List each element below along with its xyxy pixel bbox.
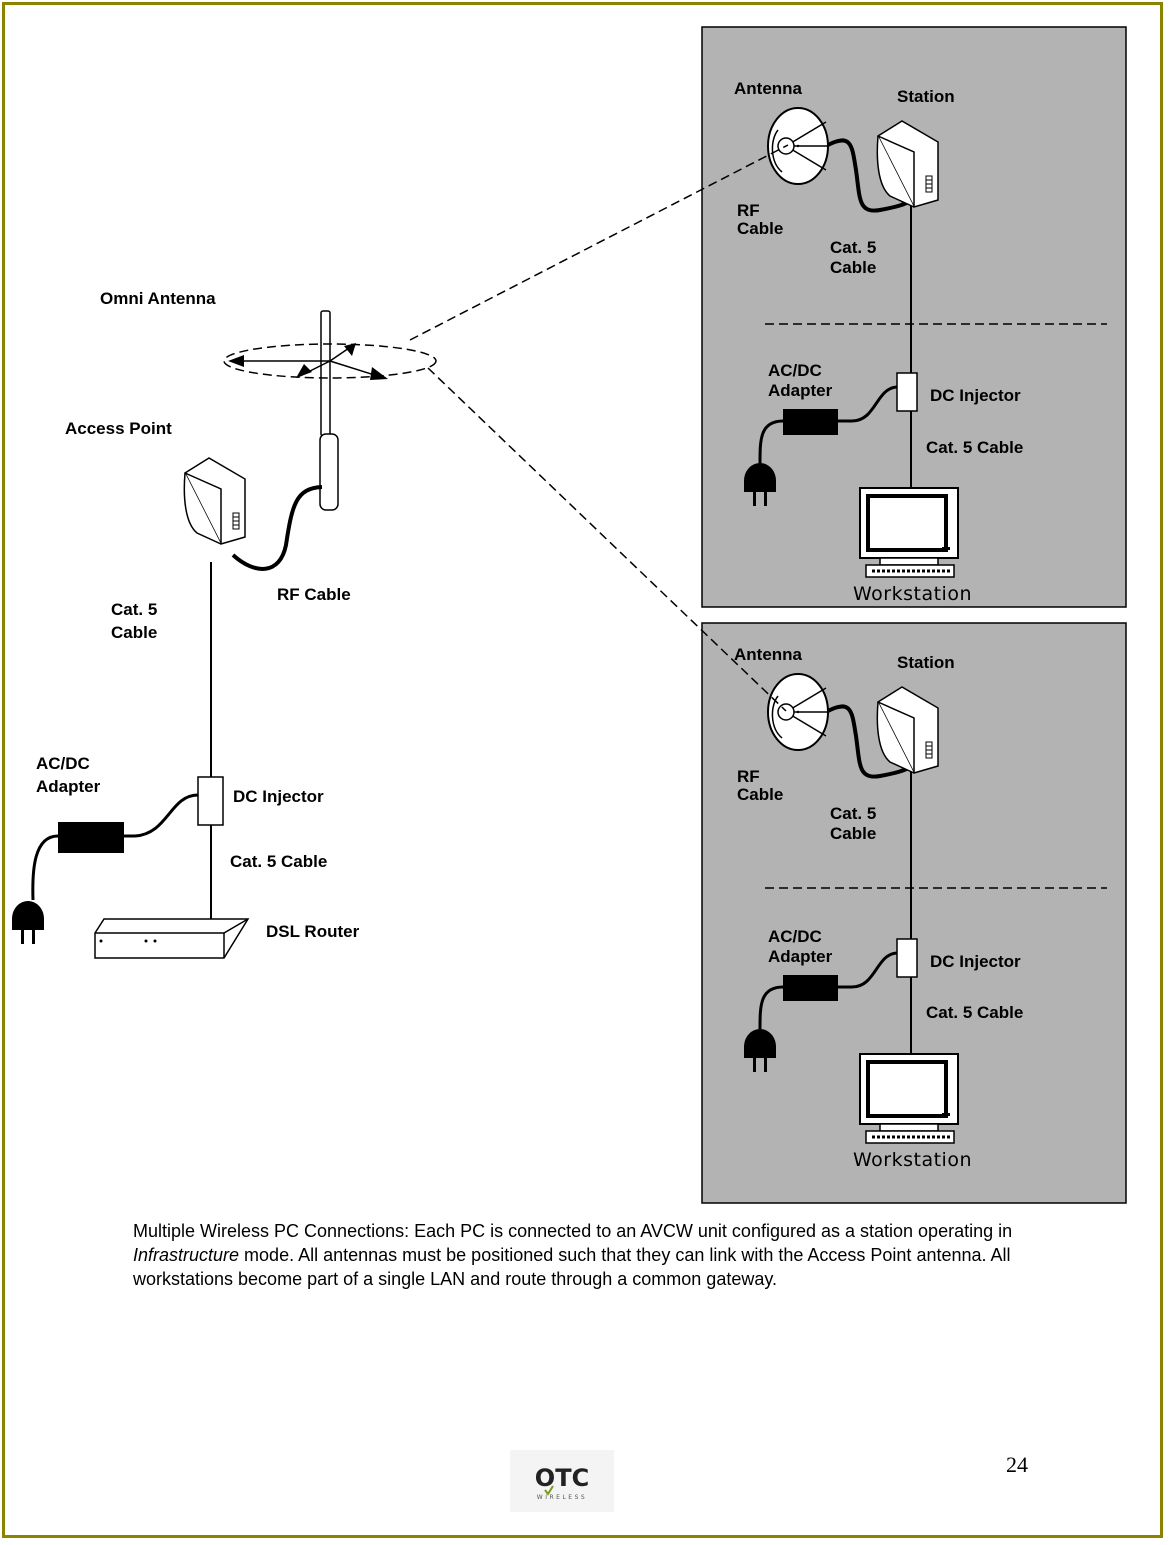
acdc-adapter-label-line1: AC/DC <box>768 927 822 946</box>
plug-icon <box>12 901 44 944</box>
cat5-cable-label-line1: Cat. 5 <box>830 804 876 823</box>
rf-cable-label-line2: Cable <box>737 785 783 804</box>
dc-injector-label: DC Injector <box>233 787 324 806</box>
acdc-adapter-icon <box>783 409 838 435</box>
rf-cable-label: RF Cable <box>277 585 351 604</box>
wireless-links <box>409 144 789 712</box>
cat5-cable-label: Cat. 5 Cable <box>230 852 327 871</box>
workstation-label: Workstation <box>853 583 972 605</box>
dish-antenna-icon <box>767 107 829 185</box>
figure-caption: Multiple Wireless PC Connections: Each P… <box>133 1219 1043 1291</box>
acdc-adapter-label-line2: Adapter <box>36 777 101 796</box>
station-panel-2: Antenna Station RF Cable Cat. 5 Cable AC… <box>701 622 1127 1204</box>
omni-antenna-icon <box>223 310 437 511</box>
cat5-cable-label: Cat. 5 Cable <box>926 438 1023 457</box>
cat5-cable-label: Cat. 5 Cable <box>926 1003 1023 1022</box>
acdc-adapter-icon <box>783 975 838 1001</box>
caption-text-start: Multiple Wireless PC Connections: Each P… <box>133 1221 1013 1241</box>
antenna-label: Antenna <box>734 79 803 98</box>
acdc-adapter-label-line2: Adapter <box>768 381 833 400</box>
dsl-router-icon <box>94 918 250 959</box>
dc-injector-icon <box>896 372 918 412</box>
workstation-label: Workstation <box>853 1149 972 1171</box>
svg-text:OTC: OTC <box>535 1464 589 1492</box>
caption-text-end: mode. All antennas must be positioned su… <box>133 1245 1011 1289</box>
access-point-label: Access Point <box>65 419 172 438</box>
station-panel-1: Antenna Station RF Cable Cat. 5 Cable AC… <box>701 26 1127 608</box>
cat5-cable-label-line1: Cat. 5 <box>830 238 876 257</box>
caption-italic-term: Infrastructure <box>133 1245 240 1265</box>
station-label: Station <box>897 653 955 672</box>
dc-injector-label: DC Injector <box>930 952 1021 971</box>
rf-cable-label-line2: Cable <box>737 219 783 238</box>
svg-text:WIRELESS: WIRELESS <box>537 1494 587 1501</box>
access-point-side: Omni Antenna Access Point RF Cable Cat. … <box>12 289 437 959</box>
station-label: Station <box>897 87 955 106</box>
rf-cable-label-line1: RF <box>737 767 760 786</box>
cat5-cable-label-line1: Cat. 5 <box>111 600 157 619</box>
omni-antenna-label: Omni Antenna <box>100 289 216 308</box>
acdc-adapter-label-line2: Adapter <box>768 947 833 966</box>
acdc-adapter-label-line1: AC/DC <box>768 361 822 380</box>
access-point-icon <box>183 457 246 545</box>
acdc-adapter-label-line1: AC/DC <box>36 754 90 773</box>
acdc-adapter-icon <box>58 822 124 853</box>
page-number: 24 <box>1006 1452 1028 1477</box>
dish-antenna-icon <box>767 673 829 751</box>
dc-injector-icon <box>896 938 918 978</box>
dsl-router-label: DSL Router <box>266 922 360 941</box>
dc-injector-icon <box>197 776 224 826</box>
cat5-cable-label-line2: Cable <box>111 623 157 642</box>
antenna-label: Antenna <box>734 645 803 664</box>
cat5-cable-label-line2: Cable <box>830 824 876 843</box>
rf-cable-label-line1: RF <box>737 201 760 220</box>
cat5-cable-label-line2: Cable <box>830 258 876 277</box>
otc-wireless-logo: OTC WIRELESS <box>510 1450 614 1512</box>
dc-injector-label: DC Injector <box>930 386 1021 405</box>
